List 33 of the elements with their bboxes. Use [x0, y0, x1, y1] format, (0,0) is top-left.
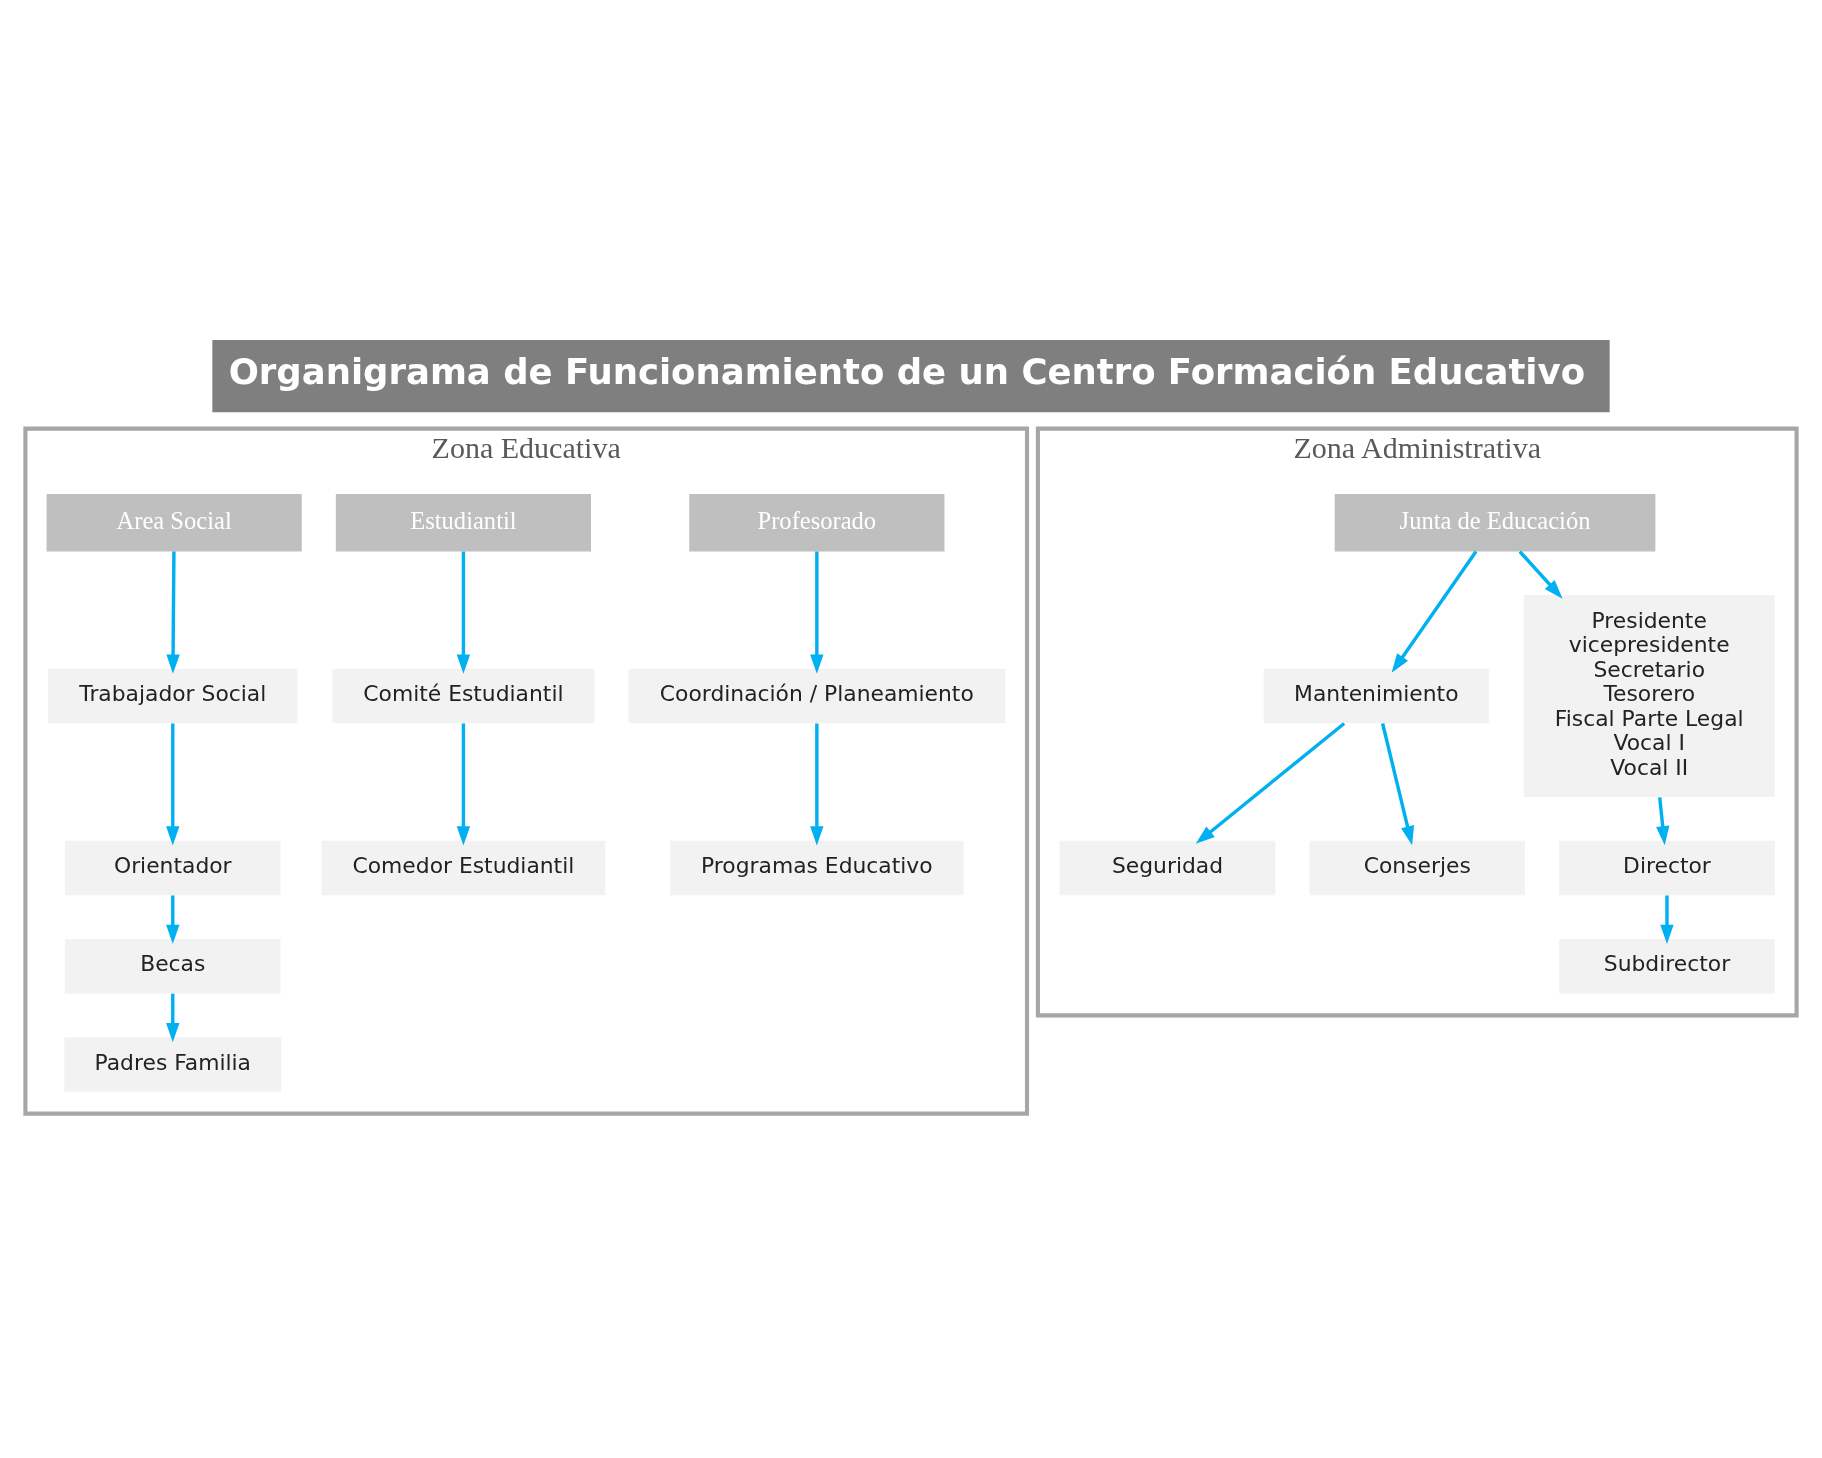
node-box: Presidente vicepresidente Secretario Tesorero Fiscal Parte Legal Vocal I Vocal II — [1523, 594, 1775, 797]
arrow — [810, 551, 824, 674]
arrow — [166, 551, 180, 674]
node-box: Trabajador Social — [47, 668, 298, 723]
node-box: Estudiantil — [335, 493, 591, 551]
node-box: Conserjes — [1309, 840, 1526, 895]
node-box: Orientador — [64, 840, 281, 895]
arrow — [456, 723, 471, 845]
node-box: Becas — [64, 938, 281, 994]
arrow — [456, 551, 471, 674]
arrow — [166, 894, 180, 944]
node-box: Subdirector — [1559, 938, 1775, 994]
node-box: Area Social — [46, 493, 302, 551]
node-box: Comité Estudiantil — [332, 668, 595, 723]
node-box: Director — [1559, 840, 1775, 895]
arrow — [810, 723, 824, 845]
arrow — [166, 993, 180, 1042]
arrow — [1660, 894, 1674, 944]
arrow — [1518, 549, 1563, 599]
diagram-title: Organigrama de Funcionamiento de un Centro Formación Educativo — [228, 350, 1585, 392]
arrow — [1656, 796, 1670, 845]
arrow — [1195, 721, 1346, 844]
node-box: Profesorado — [689, 493, 945, 551]
node-box: Comedor Estudiantil — [321, 840, 606, 895]
arrow — [1380, 722, 1415, 845]
arrow — [1391, 550, 1478, 673]
node-box: Padres Familia — [64, 1036, 282, 1092]
node-box: Junta de Educación — [1334, 493, 1656, 551]
node-box: Seguridad — [1059, 840, 1276, 895]
arrow — [166, 723, 180, 845]
node-box: Coordinación / Planeamiento — [628, 668, 1006, 723]
node-box: Programas Educativo — [670, 840, 964, 895]
node-box: Mantenimiento — [1263, 668, 1489, 723]
